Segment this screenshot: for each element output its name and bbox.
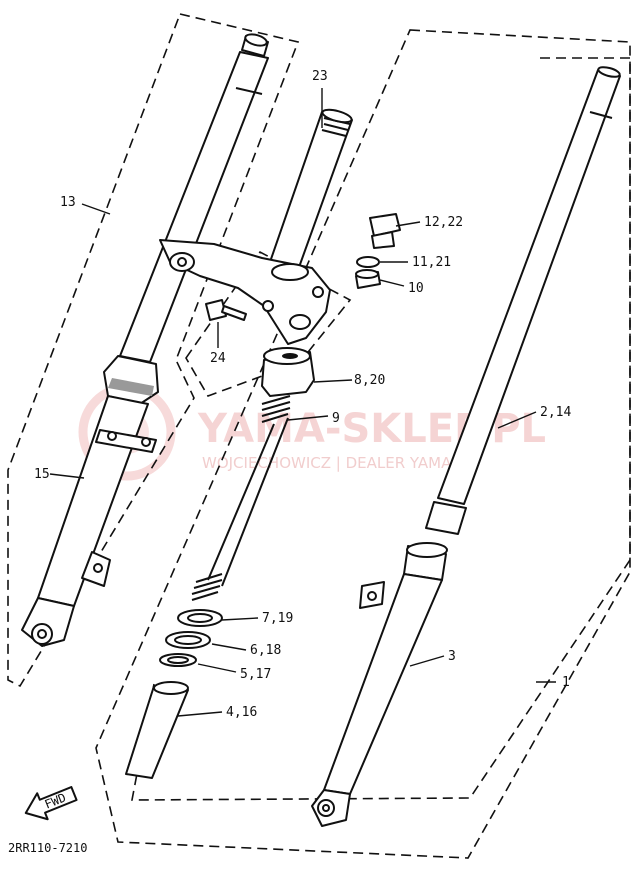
forward-arrow: FWD <box>24 786 78 821</box>
watermark-subtitle: WOJCIECHOWICZ | DEALER YAMAHA <box>202 454 474 472</box>
steering-stem-under-bracket <box>159 108 353 345</box>
callout-10: 10 <box>408 281 424 296</box>
oil-seal <box>165 631 211 649</box>
callout-7-19: 7,19 <box>262 611 293 626</box>
callout-12-22: 12,22 <box>424 215 463 230</box>
right-fork-assembly-outline <box>95 29 631 859</box>
left-fork-leg <box>21 33 269 647</box>
callout-11-21: 11,21 <box>412 255 451 270</box>
callout-2-14: 2,14 <box>540 405 571 420</box>
fork-spring <box>191 395 291 601</box>
callout-13: 13 <box>60 195 76 210</box>
callout-15: 15 <box>34 467 50 482</box>
leader-lines <box>49 88 556 717</box>
right-fork-leg <box>311 66 621 827</box>
callout-24: 24 <box>210 351 226 366</box>
retaining-clip <box>159 653 197 667</box>
spring-seat <box>261 347 315 397</box>
cap-bolt <box>369 213 401 249</box>
callout-3: 3 <box>448 649 456 664</box>
callout-4-16: 4,16 <box>226 705 257 720</box>
inner-parts-outline <box>185 250 352 397</box>
callout-5-17: 5,17 <box>240 667 271 682</box>
washer <box>177 609 223 627</box>
callout-1: 1 <box>562 675 570 690</box>
pinch-bolt <box>205 299 247 321</box>
spacer <box>355 269 381 289</box>
left-fork-assembly-outline <box>7 13 300 688</box>
callout-8-20: 8,20 <box>354 373 385 388</box>
callout-6-18: 6,18 <box>250 643 281 658</box>
callout-9: 9 <box>332 411 340 426</box>
diagram-code: 2RR110-7210 <box>8 841 87 855</box>
o-ring <box>356 256 380 268</box>
slide-bushing <box>125 681 189 779</box>
callout-23: 23 <box>312 69 328 84</box>
inner-tube-outline <box>131 57 631 801</box>
